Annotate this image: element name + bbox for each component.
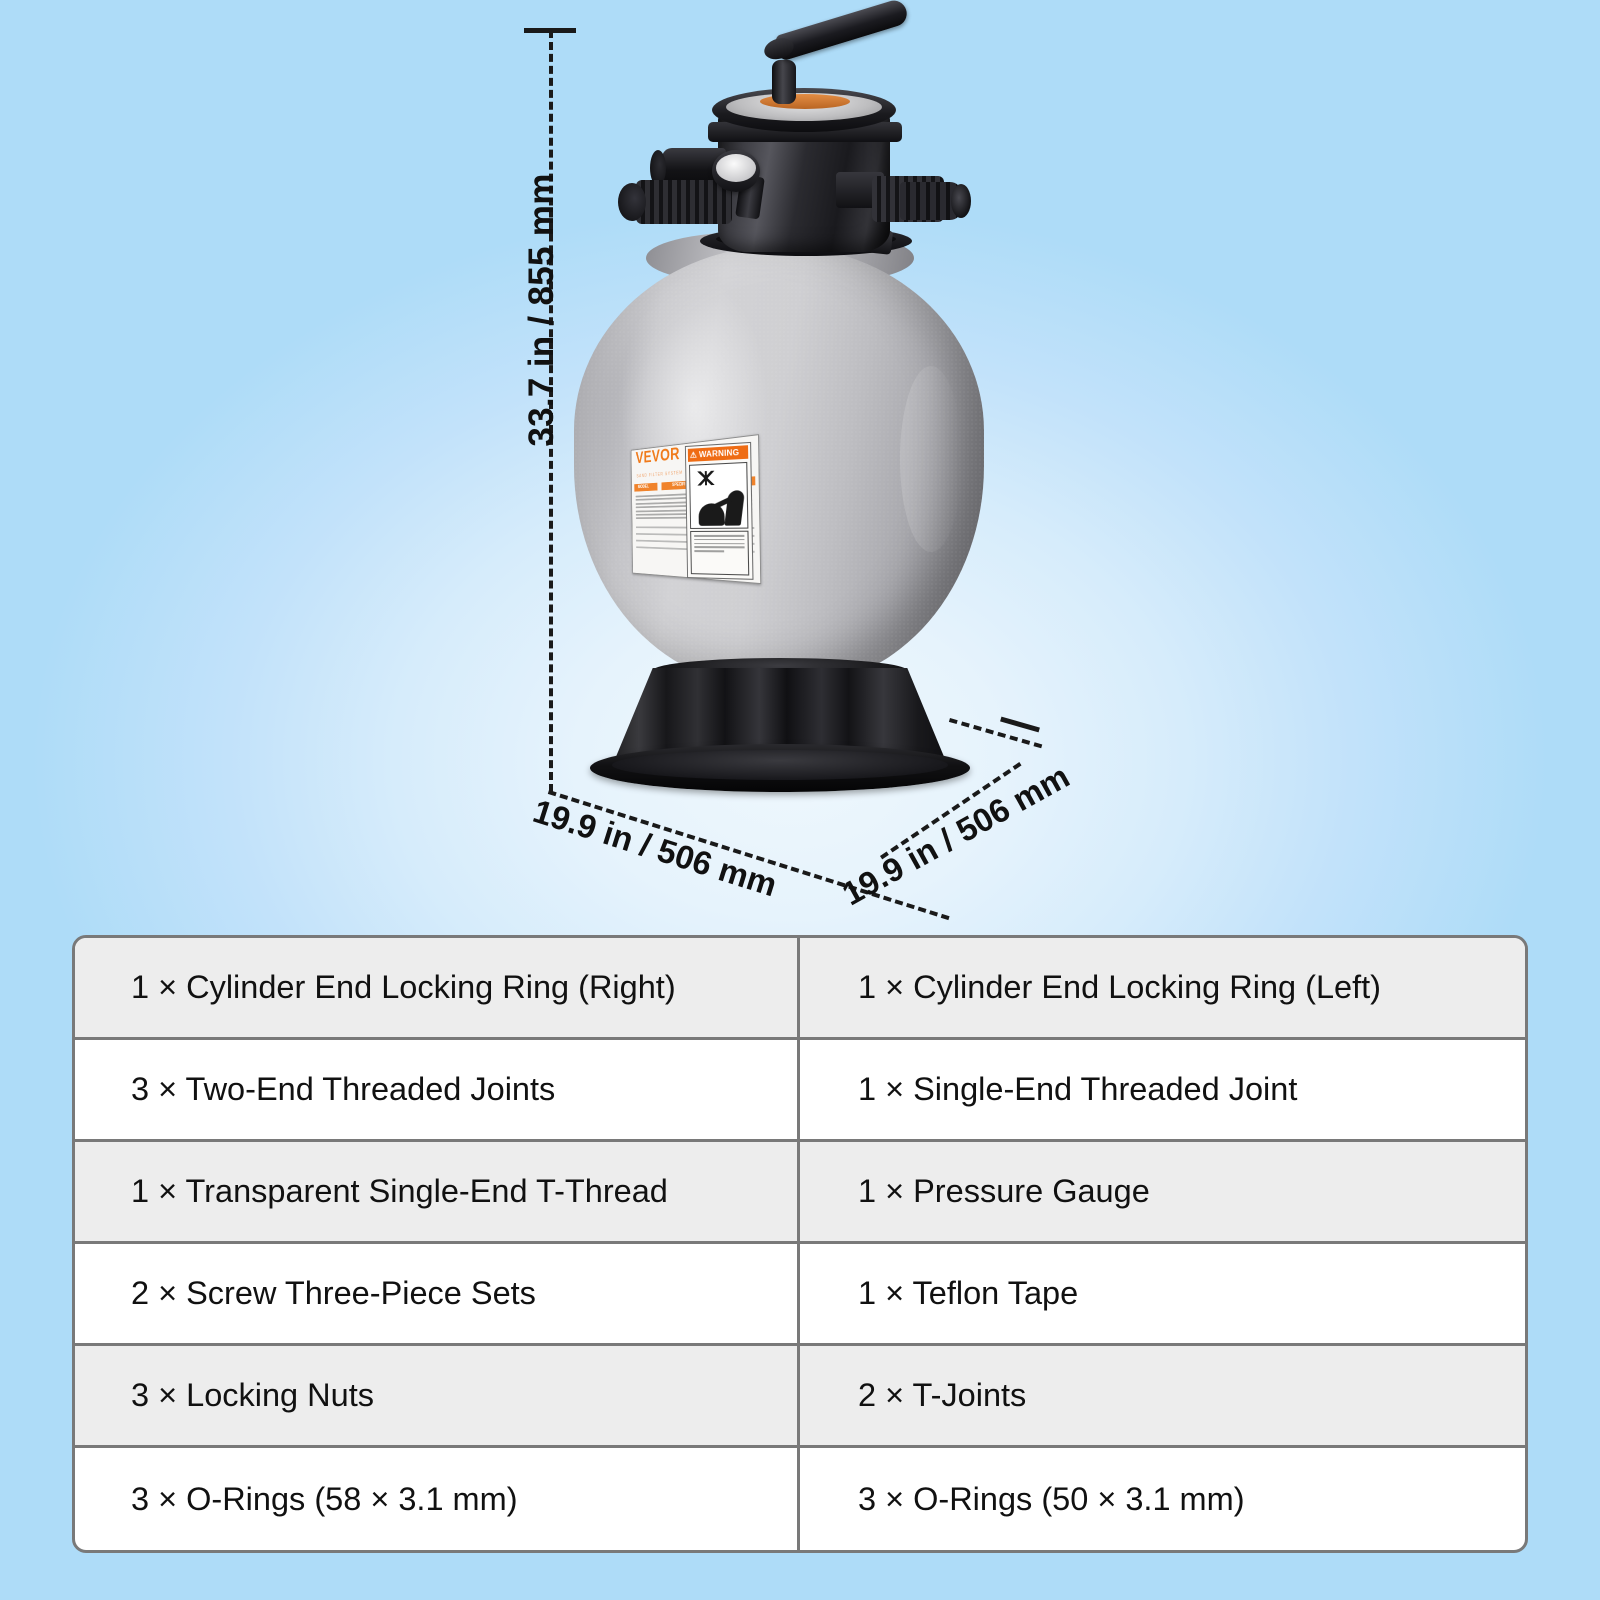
part-item-right: 2 × T-Joints: [858, 1377, 1027, 1413]
part-item-right: 3 × O-Rings (50 × 3.1 mm): [858, 1480, 1245, 1517]
parts-list-table: 1 × Cylinder End Locking Ring (Right) 1 …: [72, 935, 1528, 1553]
width-dimension-label: 19.9 in / 506 mm: [528, 792, 782, 904]
burst-icon: [694, 470, 717, 486]
valve-left-union: [618, 180, 732, 224]
depth-dimension-connector: [948, 718, 1043, 749]
table-row: 3 × Locking Nuts 2 × T-Joints: [75, 1346, 1525, 1448]
label-brand-text: VEVOR: [635, 444, 680, 468]
part-item-left: 2 × Screw Three-Piece Sets: [75, 1244, 800, 1343]
warning-triangle-icon: ⚠: [689, 450, 698, 460]
base-flange: [590, 744, 970, 792]
part-item-right: 1 × Pressure Gauge: [858, 1173, 1150, 1209]
table-row: 3 × O-Rings (58 × 3.1 mm) 3 × O-Rings (5…: [75, 1448, 1525, 1550]
warning-body-text: [690, 530, 750, 576]
pressure-gauge: [712, 150, 760, 192]
table-row: 1 × Transparent Single-End T-Thread 1 × …: [75, 1142, 1525, 1244]
product-illustration: VEVOR SAND FILTER SYSTEM MODEL SPECIFICA…: [0, 0, 1600, 930]
label-subtitle: SAND FILTER SYSTEM: [636, 470, 683, 480]
warning-pictogram: [689, 461, 749, 529]
table-row: 1 × Cylinder End Locking Ring (Right) 1 …: [75, 938, 1525, 1040]
part-item-left: 3 × Two-End Threaded Joints: [75, 1040, 800, 1139]
part-item-right: 1 × Cylinder End Locking Ring (Left): [858, 969, 1381, 1005]
part-item-left: 3 × Locking Nuts: [75, 1346, 800, 1445]
pictogram-person-body: [724, 490, 746, 526]
table-row: 3 × Two-End Threaded Joints 1 × Single-E…: [75, 1040, 1525, 1142]
label-bar-left-text: MODEL: [637, 483, 649, 490]
part-item-right: 1 × Teflon Tape: [858, 1275, 1079, 1311]
height-dimension-line: [549, 30, 553, 792]
valve-handle[interactable]: [774, 0, 910, 62]
part-item-left: 3 × O-Rings (58 × 3.1 mm): [75, 1448, 800, 1550]
valve-right-pipe: [900, 182, 971, 220]
warning-header-text: WARNING: [698, 447, 740, 460]
table-row: 2 × Screw Three-Piece Sets 1 × Teflon Ta…: [75, 1244, 1525, 1346]
warning-sticker: ⚠ WARNING: [684, 441, 754, 580]
part-item-left: 1 × Transparent Single-End T-Thread: [75, 1142, 800, 1241]
warning-header: ⚠ WARNING: [687, 445, 749, 462]
height-dimension-label: 33.7 in / 855 mm: [522, 173, 561, 447]
depth-dimension-tick: [1000, 716, 1040, 733]
tank-highlight-seam: [900, 366, 962, 552]
part-item-right: 1 × Single-End Threaded Joint: [858, 1071, 1298, 1107]
part-item-left: 1 × Cylinder End Locking Ring (Right): [75, 938, 800, 1037]
valve-handle-stem: [772, 60, 796, 104]
